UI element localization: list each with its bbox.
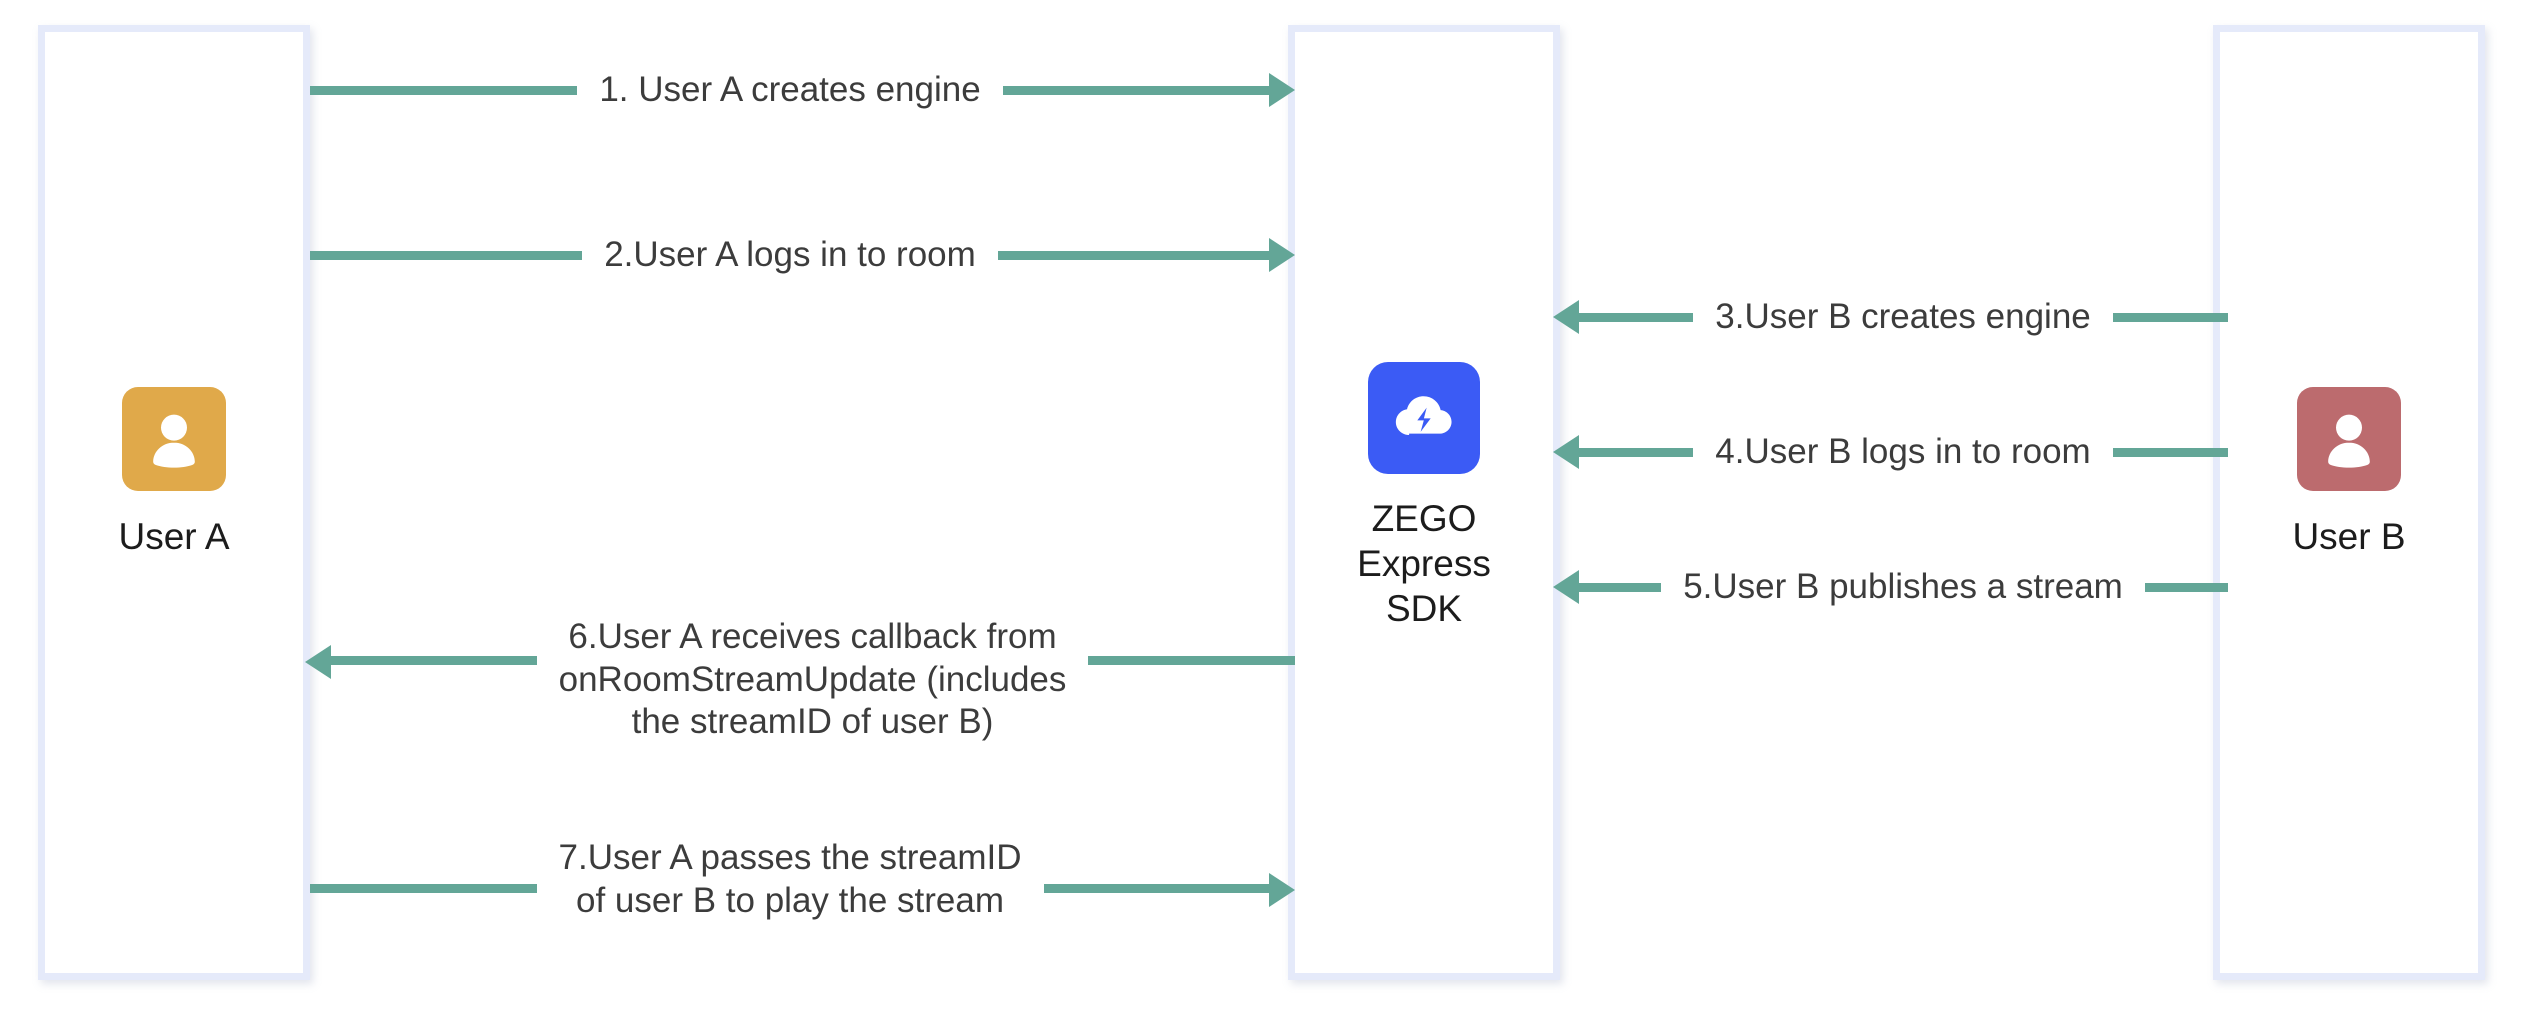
user-b-label: User B [2292,516,2406,557]
message-7-arrowhead-icon [1269,873,1296,907]
message-5-line-left [1578,582,1662,592]
message-3-line-left [1578,312,1694,322]
message-6: 6.User A receives callback from onRoomSt… [305,590,1296,770]
message-7-line-left [310,884,537,893]
message-4-label: 4.User B logs in to room [1715,431,2091,471]
message-1-line-right [1002,85,1270,95]
message-6-line-right [1088,656,1296,665]
person-icon [2316,406,2382,472]
cloud-lightning-icon [1387,379,1461,458]
message-5-label: 5.User B publishes a stream [1683,566,2123,606]
actor-zego-sdk: ZEGO Express SDK [1295,362,1553,631]
message-2-line-right [997,250,1271,260]
user-a-label: User A [118,516,230,557]
message-1-line-left [310,85,578,95]
message-6-arrowhead-icon [305,645,331,679]
user-a-avatar [122,387,226,491]
actor-user-a: User A [45,387,303,558]
message-4-arrowhead-icon [1553,435,1579,469]
lifeline-zego-sdk: ZEGO Express SDK [1288,25,1560,980]
zego-sdk-label-line-1: ZEGO [1371,498,1477,539]
message-1-arrowhead-icon [1269,73,1295,107]
zego-logo [1368,362,1480,474]
message-6-label: 6.User A receives callback from onRoomSt… [558,616,1067,742]
message-7-line-right [1043,884,1271,893]
message-3-line-right [2112,312,2229,322]
lifeline-user-b: User B [2213,25,2485,980]
zego-sdk-label-line-2: Express [1357,543,1491,585]
message-2-arrowhead-icon [1269,238,1296,272]
person-icon [141,406,207,472]
message-3-arrowhead-icon [1553,300,1579,334]
message-4-line-right [2112,447,2228,457]
message-4-line-left [1578,447,1694,457]
zego-sdk-label-line-3: SDK [1385,588,1463,630]
message-7-label: 7.User A passes the streamID of user B t… [558,838,1022,920]
message-5-line-right [2144,582,2229,592]
message-1: 1. User A creates engine [310,70,1295,110]
message-2-label: 2.User A logs in to room [604,234,976,274]
message-7: 7.User A passes the streamID of user B t… [310,820,1296,940]
actor-user-b: User B [2220,387,2478,558]
message-3-label: 3.User B creates engine [1715,296,2091,336]
message-2-line-left [310,250,583,260]
lifeline-user-a: User A [38,25,310,980]
message-5-arrowhead-icon [1553,570,1579,604]
message-5: 5.User B publishes a stream [1553,566,2229,607]
user-b-avatar [2297,387,2401,491]
zego-sdk-label: ZEGO Express SDK [1357,496,1491,631]
message-1-label: 1. User A creates engine [599,69,981,109]
message-4: 4.User B logs in to room [1553,432,2228,472]
message-2: 2.User A logs in to room [310,234,1296,275]
message-6-line-left [330,656,537,665]
message-3: 3.User B creates engine [1553,296,2229,337]
